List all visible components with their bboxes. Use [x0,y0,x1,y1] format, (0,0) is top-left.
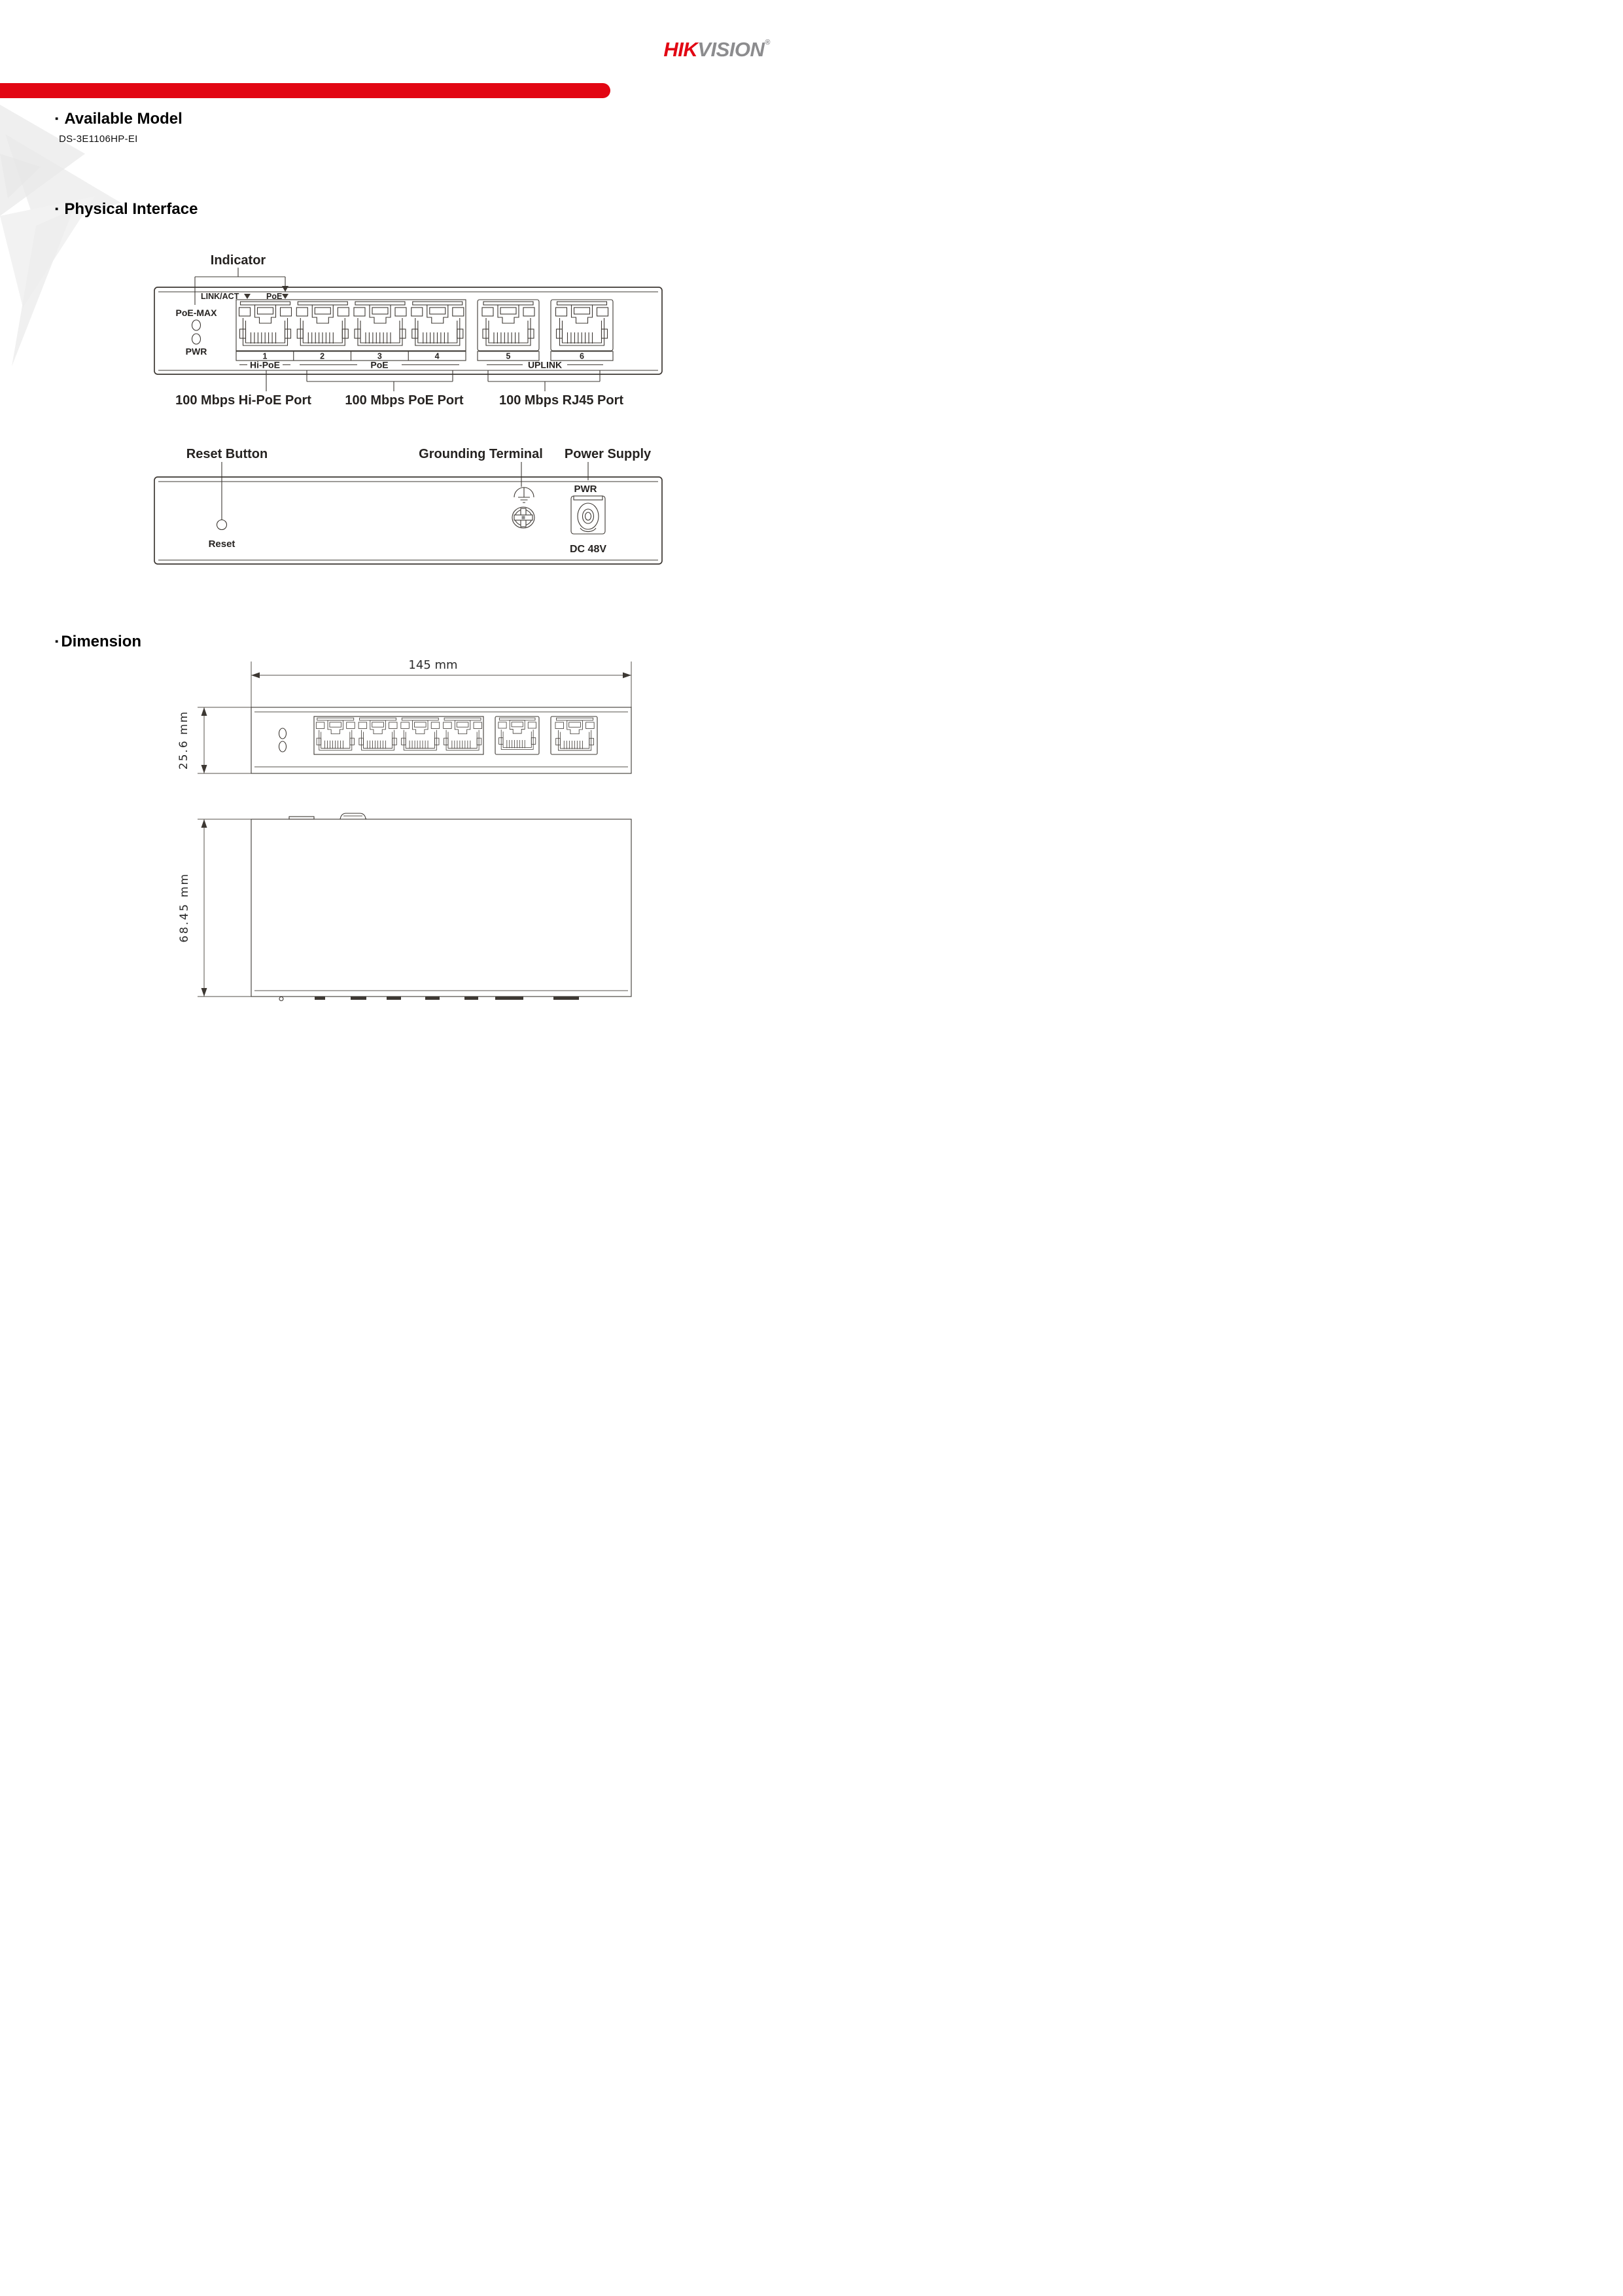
rj45-port-5 [481,301,535,346]
dim-arrow-down-icon [201,988,207,997]
section-available-model: ▪ Available Model [55,110,183,128]
logo-vision: VISION [697,38,765,61]
hikvision-logo: HIKVISION® [663,38,770,62]
dc-jack-icon [570,495,606,535]
poe-max-label: PoE-MAX [176,308,218,318]
front-chassis-lip-lines [158,291,658,371]
uplink-port6-outline [550,299,614,351]
rear-panel-figure: Reset Button Grounding Terminal Power Su… [154,447,663,565]
hi-poe-port-type-label: 100 Mbps Hi-PoE Port [175,393,311,408]
poe-max-led-icon [191,319,201,331]
grounding-symbol-icon [514,487,534,503]
rear-chassis-lip-lines [158,481,658,561]
port-number: 5 [506,352,511,361]
model-number: DS-3E1106HP-EI [59,133,138,145]
power-supply-callout: Power Supply [565,447,652,461]
front-view-lip-lines [254,711,628,768]
brand-red-bar [0,83,610,98]
rj45-port-4 [443,717,482,751]
poe-indicator-label: PoE [266,292,282,301]
available-model-title: Available Model [64,110,183,128]
rj45-port-5 [498,717,536,750]
square-bullet-icon: ▪ [55,113,59,124]
rear-pwr-label: PWR [574,484,597,495]
indicator-callout-label: Indicator [211,253,266,268]
led-icon [278,741,287,752]
uplink-callout-bracket [487,370,601,391]
logo-hik: HIK [663,38,698,61]
physical-interface-title: Physical Interface [64,200,198,218]
rj45-port-6 [555,717,595,751]
poe-group-label: PoE [370,360,388,370]
height-dimension-lines [198,707,251,774]
height-dimension-label: 25.6 mm [177,711,190,769]
port-number: 2 [320,352,324,361]
square-bullet-icon: ▪ [55,636,59,647]
square-bullet-icon: ▪ [55,203,59,215]
top-view-outline [251,819,632,997]
front-panel-figure: Indicator PoE-MAX PWR LINK/ACT PoE 1 2 3 [154,253,663,408]
front-chassis-outline [154,287,663,375]
pwr-label: PWR [186,346,207,357]
rear-chassis-outline [154,476,663,565]
reset-button-icon [216,519,228,531]
rj45-port-4 [411,301,464,346]
section-dimension: ▪Dimension [55,633,141,651]
rj45-port-2 [296,301,349,346]
rj45-port-3 [400,717,440,751]
depth-dimension-label: 68.45 mm [178,872,191,942]
reset-label: Reset [209,539,236,550]
port-number: 6 [580,352,584,361]
dim-arrow-up-icon [201,819,207,828]
uplink-port5-outline [495,716,540,755]
dc-jack-bump-icon [340,813,368,820]
poe-arrow-icon [282,294,288,299]
dim-arrow-right-icon [623,672,631,679]
port-number: 1 [263,352,268,361]
rj45-port-1 [238,301,292,346]
rj45-port-1 [315,717,355,751]
led-icon [278,728,287,739]
front-view-outline [251,707,632,774]
port-number: 4 [435,352,440,361]
datasheet-page: HIKVISION® ▪ Available Model DS-3E1106HP-… [0,0,812,1148]
dimension-title: Dimension [61,633,142,650]
top-tab-icon [288,816,315,820]
bottom-screw-icon [279,996,284,1002]
registered-mark: ® [765,39,770,46]
reset-button-callout: Reset Button [186,447,268,461]
width-dimension-lines [251,662,632,707]
dim-arrow-down-icon [201,765,207,773]
grounding-screw-icon [512,506,535,529]
dc-48v-label: DC 48V [570,544,606,555]
uplink-group-label: UPLINK [528,360,562,370]
port-group-outline [313,716,484,755]
section-physical-interface: ▪ Physical Interface [55,200,198,219]
dimension-figure: 145 mm 25.6 mm [177,658,632,1002]
hi-poe-group-label: Hi-PoE [250,360,280,370]
bottom-port-notches [315,997,579,1000]
grounding-terminal-callout: Grounding Terminal [419,447,543,461]
rj45-port-2 [358,717,398,751]
width-dimension-label: 145 mm [408,658,457,672]
indicator-callout-lines [194,268,286,305]
depth-dimension-lines [198,819,251,997]
link-act-label: LINK/ACT [201,292,239,301]
link-act-arrow-icon [244,294,251,299]
port-number: 3 [377,352,382,361]
rj45-port-type-label: 100 Mbps RJ45 Port [499,393,623,408]
poe-port-type-label: 100 Mbps PoE Port [345,393,463,408]
dim-arrow-up-icon [201,707,207,716]
rj45-port-6 [555,301,609,346]
uplink-port6-outline [550,716,598,755]
port-group-outline [236,299,466,351]
uplink-port5-outline [477,299,540,351]
pwr-led-icon [191,333,201,345]
rj45-port-3 [353,301,407,346]
poe-callout-bracket [306,370,453,391]
dim-arrow-left-icon [251,672,260,679]
